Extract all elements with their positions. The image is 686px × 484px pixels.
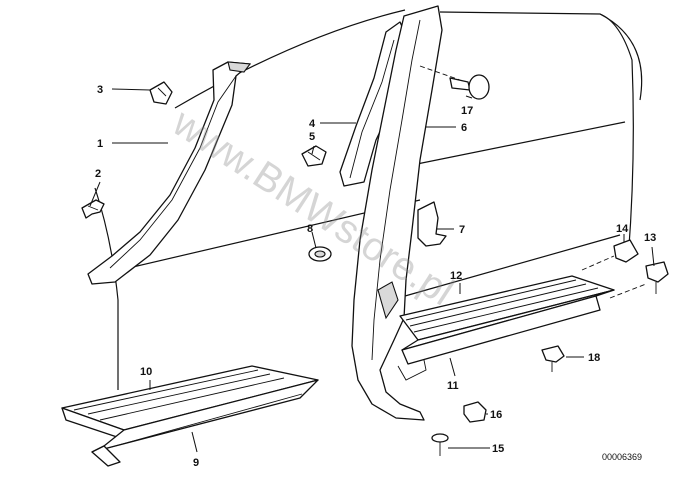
trim-piece-7 [417, 201, 447, 247]
callout-18: 18 [588, 352, 600, 364]
callout-9: 9 [193, 457, 199, 469]
bracket-part-2 [81, 199, 105, 219]
callout-4: 4 [309, 118, 316, 130]
callout-6: 6 [461, 122, 467, 134]
callout-7: 7 [459, 224, 465, 236]
left-sill-trim [61, 365, 319, 467]
b-pillar-trim [351, 5, 443, 421]
clip-part-14 [613, 239, 639, 263]
callout-5: 5 [309, 131, 315, 143]
grommet-part-8 [308, 246, 332, 262]
screw-part-18 [541, 345, 565, 372]
callout-17: 17 [461, 105, 473, 117]
callout-16: 16 [490, 409, 502, 421]
clip-part-16 [463, 401, 487, 423]
callouts: 1 2 3 4 5 6 7 8 9 10 11 12 13 14 15 16 1… [95, 84, 656, 469]
right-sill-trim [399, 275, 615, 365]
callout-2: 2 [95, 168, 101, 180]
clip-part-13 [645, 261, 669, 294]
callout-12: 12 [450, 270, 462, 282]
push-pin-17 [419, 65, 490, 100]
screw-part-15 [431, 433, 449, 456]
callout-13: 13 [644, 232, 656, 244]
clip-part-5 [301, 145, 327, 167]
a-pillar-trim [87, 61, 252, 285]
callout-1: 1 [97, 138, 103, 150]
callout-11: 11 [447, 380, 459, 392]
callout-8: 8 [307, 223, 313, 235]
callout-15: 15 [492, 443, 504, 455]
document-number: 00006369 [602, 452, 642, 462]
clip-part-3 [149, 81, 173, 105]
leader-lines [89, 88, 655, 453]
callout-10: 10 [140, 366, 152, 378]
callout-14: 14 [616, 223, 629, 235]
callout-3: 3 [97, 84, 103, 96]
car-body-outline [94, 9, 643, 390]
